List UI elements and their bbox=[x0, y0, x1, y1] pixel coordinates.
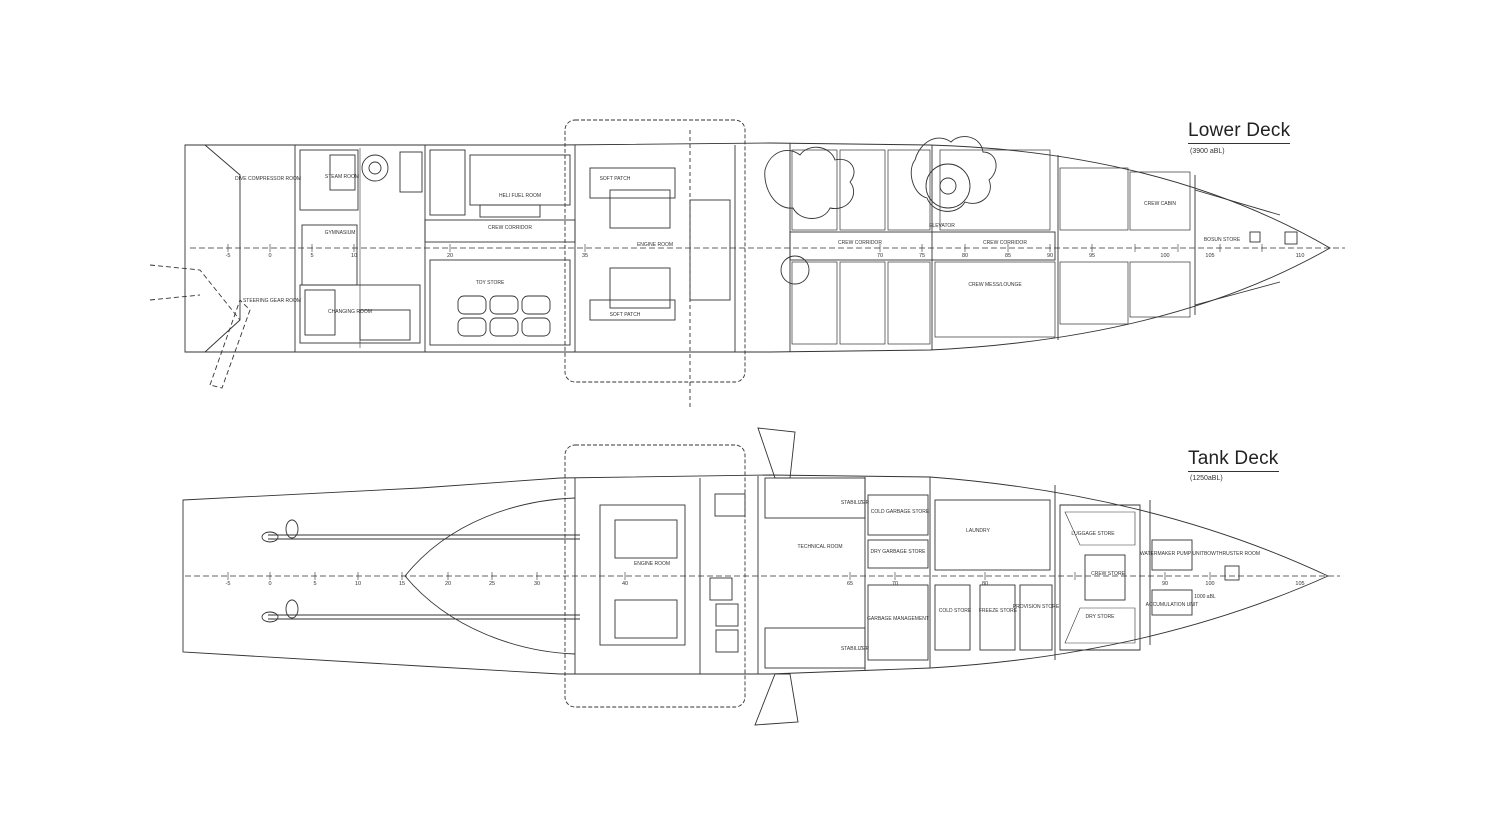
tank-deck-plan bbox=[182, 427, 1340, 726]
frame-mark: 75 bbox=[919, 253, 925, 259]
room-label: ENGINE ROOM bbox=[637, 242, 673, 248]
room-label: ENGINE ROOM bbox=[634, 561, 670, 567]
room-label: CREW STORE bbox=[1091, 571, 1125, 577]
frame-mark: 30 bbox=[534, 581, 540, 587]
frame-mark: 25 bbox=[489, 581, 495, 587]
frame-mark: 5 bbox=[310, 253, 313, 259]
room-label: CREW CORRIDOR bbox=[488, 225, 532, 231]
room-label: STEERING GEAR ROOM bbox=[243, 298, 301, 304]
frame-mark: 10 bbox=[355, 581, 361, 587]
frame-mark: 10 bbox=[351, 253, 357, 259]
frame-mark: 35 bbox=[582, 253, 588, 259]
room-label: 1000 aBL bbox=[1194, 594, 1216, 600]
room-label: ACCUMULATION UNIT bbox=[1146, 602, 1199, 608]
tank-deck-subtitle: (1250aBL) bbox=[1190, 475, 1223, 482]
frame-mark: 5 bbox=[313, 581, 316, 587]
room-label: FREEZE STORE bbox=[979, 608, 1018, 614]
frame-mark: 65 bbox=[847, 581, 853, 587]
room-label: GARBAGE MANAGEMENT bbox=[867, 616, 929, 622]
room-label: DIVE COMPRESSOR ROOM bbox=[235, 176, 301, 182]
room-label: LAUNDRY bbox=[966, 528, 990, 534]
frame-mark: 95 bbox=[1089, 253, 1095, 259]
frame-mark: 20 bbox=[445, 581, 451, 587]
frame-mark: 85 bbox=[1005, 253, 1011, 259]
room-label: TECHNICAL ROOM bbox=[797, 544, 842, 550]
frame-mark: 70 bbox=[892, 581, 898, 587]
room-label: LUGGAGE STORE bbox=[1071, 531, 1115, 537]
room-label: CHANGING ROOM bbox=[328, 309, 372, 315]
frame-mark: 110 bbox=[1296, 253, 1305, 259]
lower-deck-title: Lower Deck bbox=[1188, 120, 1291, 144]
frame-mark: 15 bbox=[399, 581, 405, 587]
frame-mark: 70 bbox=[877, 253, 883, 259]
lower-deck-plan bbox=[149, 119, 1345, 410]
frame-mark: 90 bbox=[1047, 253, 1053, 259]
room-label: BOSUN STORE bbox=[1204, 237, 1241, 243]
room-label: CREW CORRIDOR bbox=[838, 240, 882, 246]
room-label: STEAM ROOM bbox=[325, 174, 359, 180]
room-label: STABILIZER bbox=[841, 646, 870, 652]
frame-mark: 100 bbox=[1205, 581, 1214, 587]
room-label: ELEVATOR bbox=[929, 223, 955, 229]
frame-mark: 0 bbox=[268, 581, 271, 587]
room-label: COLD STORE bbox=[939, 608, 972, 614]
room-label: PROVISION STORE bbox=[1013, 604, 1060, 610]
frame-mark: 40 bbox=[622, 581, 628, 587]
lower-deck-title-text: Lower Deck bbox=[1188, 120, 1291, 144]
room-label: COLD GARBAGE STORE bbox=[871, 509, 930, 515]
room-label: WATERMAKER PUMP UNIT bbox=[1140, 551, 1204, 557]
room-label: DRY GARBAGE STORE bbox=[870, 549, 926, 555]
tank-deck-title-text: Tank Deck bbox=[1188, 448, 1279, 472]
room-label: DRY STORE bbox=[1086, 614, 1116, 620]
frame-mark: -5 bbox=[226, 581, 231, 587]
room-label: GYMNASIUM bbox=[325, 230, 356, 236]
room-label: SOFT PATCH bbox=[610, 312, 641, 318]
room-label: CREW CABIN bbox=[1144, 201, 1176, 207]
frame-mark: 20 bbox=[447, 253, 453, 259]
frame-mark: 0 bbox=[268, 253, 271, 259]
room-label: TOY STORE bbox=[476, 280, 505, 286]
frame-mark: 80 bbox=[962, 253, 968, 259]
frame-mark: 105 bbox=[1205, 253, 1214, 259]
room-label: HELI FUEL ROOM bbox=[499, 193, 541, 199]
frame-mark: 100 bbox=[1160, 253, 1169, 259]
frame-mark: -5 bbox=[226, 253, 231, 259]
tank-deck-hull bbox=[182, 474, 1330, 675]
room-label: CREW CORRIDOR bbox=[983, 240, 1027, 246]
lower-deck-subtitle: (3900 aBL) bbox=[1190, 148, 1225, 155]
room-label: CREW MESS/LOUNGE bbox=[968, 282, 1022, 288]
room-label: STABILIZER bbox=[841, 500, 870, 506]
room-label: BOWTHRUSTER ROOM bbox=[1204, 551, 1260, 557]
room-label: SOFT PATCH bbox=[600, 176, 631, 182]
frame-mark: 80 bbox=[982, 581, 988, 587]
frame-mark: 90 bbox=[1162, 581, 1168, 587]
frame-mark: 105 bbox=[1295, 581, 1304, 587]
tank-deck-title: Tank Deck bbox=[1188, 448, 1279, 472]
